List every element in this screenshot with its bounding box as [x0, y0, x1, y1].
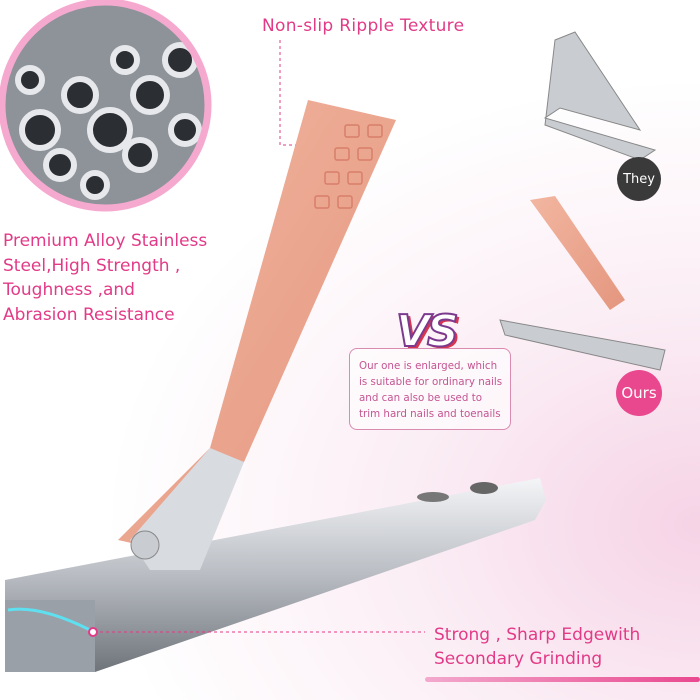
edge-line: Secondary Grinding: [434, 649, 603, 669]
ours-clipper: [530, 196, 625, 310]
edge-line: Strong , Sharp Edgewith: [434, 625, 641, 645]
note-line: and can also be used to: [359, 392, 483, 404]
tubes-circle-ring: [0, 0, 212, 212]
clipper-lever: [118, 100, 396, 545]
material-line: Premium Alloy Stainless: [3, 231, 208, 251]
note-line: Our one is enlarged, which: [359, 360, 498, 372]
comparison-note: Our one is enlarged, which is suitable f…: [349, 348, 511, 430]
they-clipper: [543, 31, 657, 161]
clipper-base: [5, 478, 546, 672]
non-slip-texture-title: Non-slip Ripple Texture: [262, 16, 465, 36]
decorative-underline: [425, 677, 700, 682]
material-description: Premium Alloy Stainless Steel,High Stren…: [3, 229, 207, 327]
note-line: trim hard nails and toenails: [359, 408, 501, 420]
material-line: Steel,High Strength ,: [3, 255, 181, 276]
note-line: is suitable for ordinary nails: [359, 376, 503, 388]
ours-badge: Ours: [616, 370, 662, 416]
edge-description: Strong , Sharp Edgewith Secondary Grindi…: [434, 623, 640, 671]
they-badge: They: [617, 157, 661, 201]
material-line: Abrasion Resistance: [3, 304, 175, 325]
material-line: Toughness ,and: [3, 280, 135, 300]
steel-tubes-closeup: [2, 2, 208, 208]
